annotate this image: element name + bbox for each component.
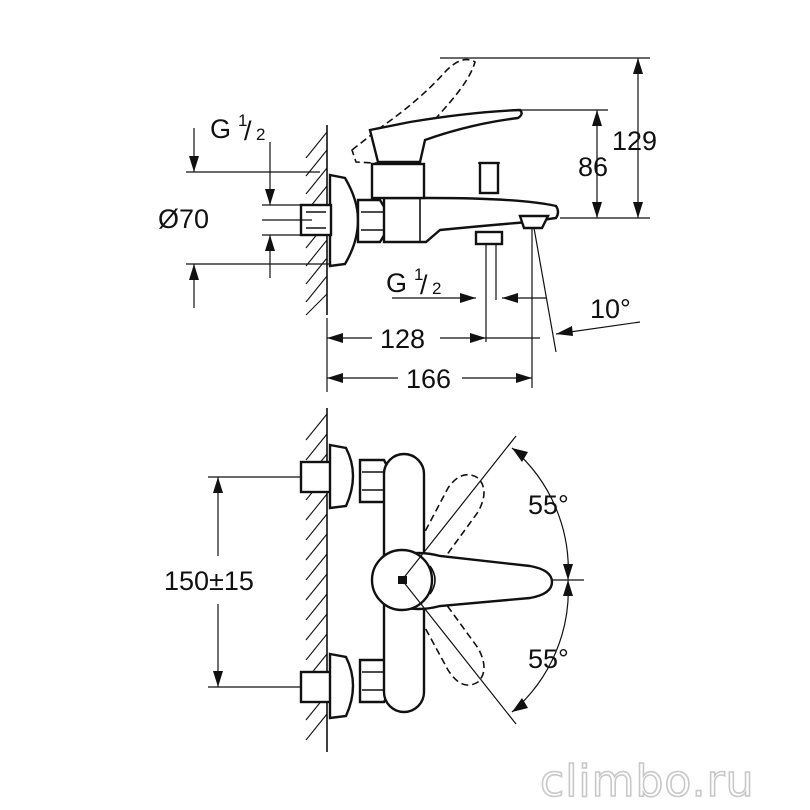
upper-wall-connector (299, 460, 333, 494)
thread-callout-bottom: G 1 / 2 (386, 244, 546, 342)
shower-connector (474, 230, 504, 246)
dimension-150: 150±15 (164, 476, 300, 688)
lever (368, 108, 523, 164)
diverter-knob (478, 161, 500, 195)
thread-bottom-slash: / (420, 270, 428, 300)
mixer-body (382, 196, 560, 244)
watermark-text: climbo.ru (540, 756, 755, 807)
thread-top-slash: / (244, 116, 252, 146)
lever-left-position-outline (409, 473, 485, 579)
angle-arc-down (511, 579, 569, 713)
thread-bottom-den: 2 (432, 279, 441, 298)
thread-bottom-num: 1 (414, 265, 423, 284)
thread-top-num: 1 (238, 111, 247, 130)
angle-arc-up (511, 447, 569, 581)
cartridge-housing (370, 162, 426, 200)
side-view: 129 86 G 1 / 2 Ø70 (158, 57, 657, 394)
upper-flange (328, 443, 355, 510)
dim-150-label: 150±15 (164, 566, 254, 596)
dim-129-label: 129 (612, 126, 657, 156)
lever-open-position-outline (351, 58, 476, 164)
dim-angle-label: 10° (590, 294, 631, 324)
hex-nut (356, 198, 388, 244)
dimension-166: 166 (327, 364, 532, 394)
dim-86-label: 86 (578, 152, 608, 182)
thread-top-g: G (210, 114, 231, 144)
dimension-129: 129 (440, 57, 657, 219)
dim-166-label: 166 (406, 364, 451, 394)
angle-up-label: 55° (528, 490, 569, 520)
dimension-angle-10: 10° (531, 227, 641, 388)
front-view: 55° 55° 150±15 (164, 408, 584, 752)
spout-outlet (518, 214, 550, 230)
angle-down-label: 55° (528, 644, 569, 674)
thread-bottom-g: G (386, 268, 407, 298)
dim-diameter-label: Ø70 (158, 204, 209, 234)
thread-top-den: 2 (256, 125, 265, 144)
lever-right-position-outline (409, 581, 485, 686)
wall-flange (328, 173, 360, 268)
lower-flange (328, 652, 355, 720)
dimension-86: 86 (520, 109, 608, 218)
dim-128-label: 128 (380, 324, 425, 354)
dimension-128: 128 (326, 318, 540, 392)
lower-wall-connector (299, 670, 333, 704)
dimension-diameter: Ø70 (158, 204, 330, 308)
lever-hub-inner (429, 565, 436, 595)
thread-callout-top: G 1 / 2 (186, 111, 320, 206)
